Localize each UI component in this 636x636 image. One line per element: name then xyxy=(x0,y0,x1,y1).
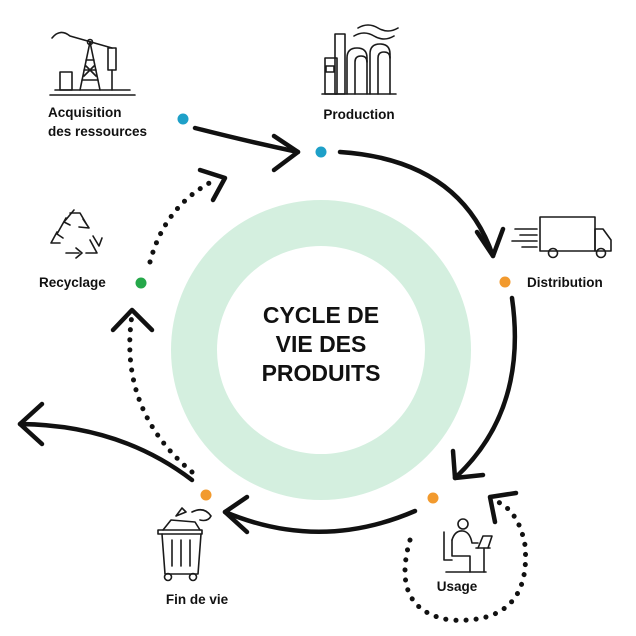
center-title-line-3: PRODUITS xyxy=(262,360,381,386)
label-production: Production xyxy=(323,107,394,122)
dot-production xyxy=(315,146,327,158)
label-distribution: Distribution xyxy=(527,275,603,290)
arrow-distribution-to-usage xyxy=(450,295,518,481)
factory-icon xyxy=(321,24,399,95)
dot-acquisition xyxy=(177,113,189,125)
label-acquisition-line-2: des ressources xyxy=(48,124,147,139)
arrow-fin-de-vie-exit xyxy=(17,401,195,483)
center-title-line-2: VIE DES xyxy=(276,331,367,357)
dot-usage xyxy=(427,492,439,504)
label-usage: Usage xyxy=(437,579,478,594)
center-ring xyxy=(171,200,471,500)
arrow-acquisition-to-production xyxy=(192,125,301,173)
arrow-production-to-distribution xyxy=(337,149,506,259)
dot-fin-de-vie xyxy=(200,489,212,501)
dotted-arrow-recyclage-to-production xyxy=(147,167,228,265)
dotted-arrow-usage-loop xyxy=(402,490,529,623)
trash-bin-icon xyxy=(157,507,212,582)
center-title-line-1: CYCLE DE xyxy=(263,302,379,328)
arrow-usage-to-fin-de-vie xyxy=(222,494,418,535)
label-recyclage: Recyclage xyxy=(39,275,106,290)
dot-recyclage xyxy=(135,277,147,289)
label-acquisition-line-1: Acquisition xyxy=(48,105,122,120)
dot-distribution xyxy=(499,276,511,288)
oil-pump-icon xyxy=(49,31,136,96)
label-fin-de-vie: Fin de vie xyxy=(166,592,229,607)
person-at-desk-icon xyxy=(443,518,493,573)
recycle-icon xyxy=(50,209,103,259)
dotted-arrow-fin-de-vie-to-recyclage xyxy=(110,307,195,475)
truck-icon xyxy=(511,216,612,259)
